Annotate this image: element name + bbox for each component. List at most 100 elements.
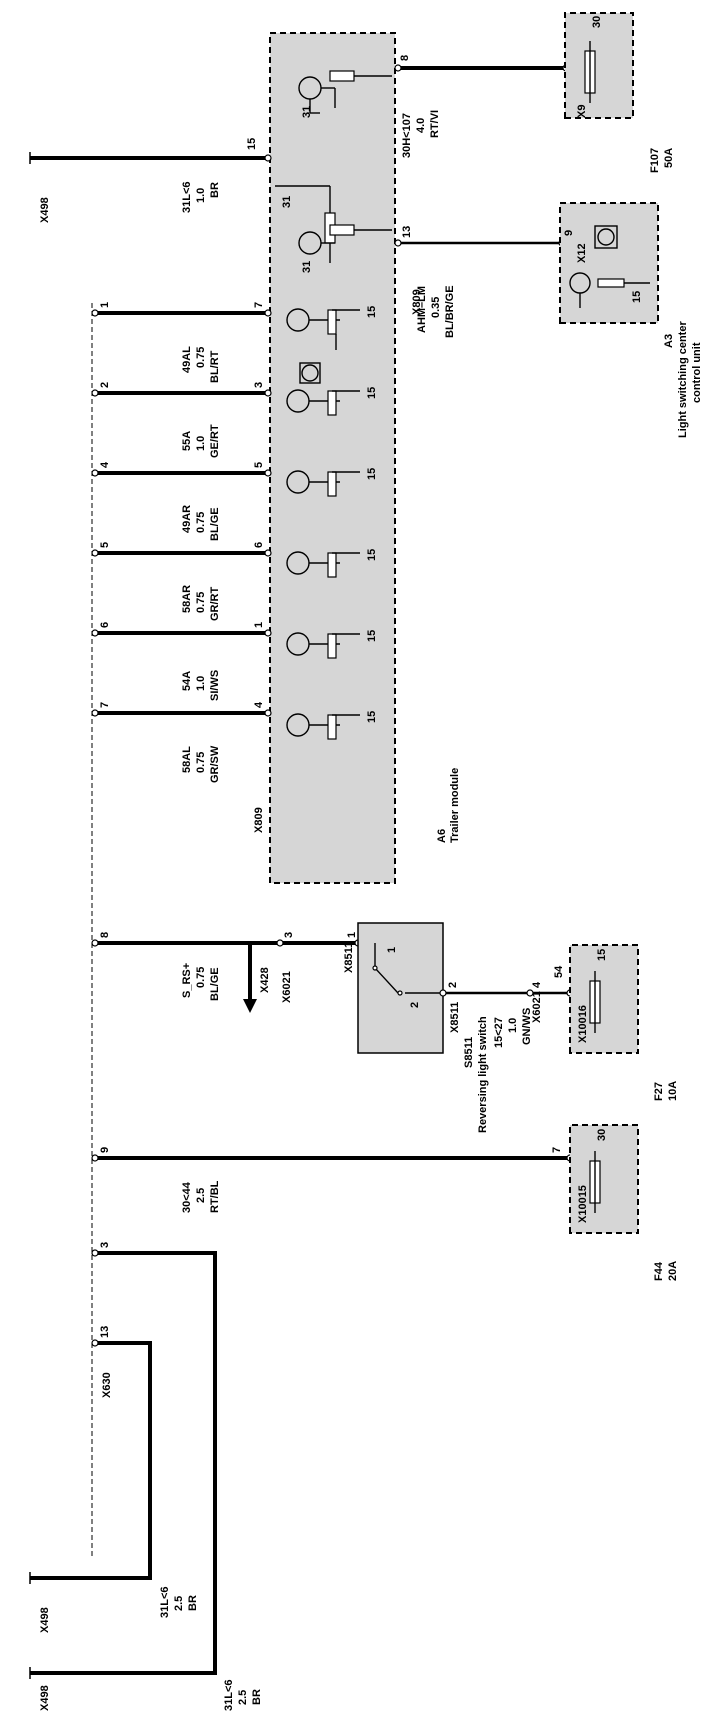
fuse-f27-symbol (589, 971, 601, 1033)
rev-x6021: X6021 (281, 971, 293, 1003)
f27-id: F27 (653, 1082, 665, 1101)
wire-15-27-label: 15<27 (493, 1017, 505, 1048)
svg-text:0.75: 0.75 (195, 347, 207, 368)
svg-text:6: 6 (99, 622, 111, 628)
a3-name-line1: Light switching center (677, 321, 689, 438)
svg-text:1.0: 1.0 (195, 676, 207, 691)
f27-pin: 15 (596, 949, 608, 961)
f107-rating: 50A (663, 148, 675, 168)
f44-ext-pin: 7 (551, 1147, 563, 1153)
f27-rating: 10A (667, 1081, 679, 1101)
s8511-name: Reversing light switch (477, 1016, 489, 1133)
svg-text:1: 1 (99, 302, 111, 308)
fuse-f44-symbol (589, 1151, 601, 1213)
f107-connector: X9 (576, 105, 588, 118)
svg-text:7: 7 (99, 702, 111, 708)
f27-feed-conn: X6021 (531, 991, 543, 1023)
f44-rating: 20A (667, 1261, 679, 1281)
fuse-f107-box (564, 12, 634, 119)
svg-text:1.0: 1.0 (195, 436, 207, 451)
s8511-id: S8511 (463, 1037, 475, 1068)
wire-30-44-label: 30<44 (181, 1181, 193, 1213)
svg-text:1: 1 (253, 622, 265, 628)
svg-text:BL/RT: BL/RT (209, 350, 221, 383)
a6-transistor-pin13: 31 (298, 224, 392, 273)
ground-wires-bottom (29, 1249, 217, 1679)
svg-text:49AL: 49AL (181, 346, 193, 373)
wire-30-44-size: 2.5 (195, 1188, 207, 1203)
svg-text:6: 6 (253, 542, 265, 548)
svg-text:15: 15 (366, 306, 378, 318)
ground-1-label: 31L<6 (159, 1587, 171, 1619)
a6-name: Trailer module (449, 768, 461, 843)
svg-text:55A: 55A (181, 431, 193, 451)
svg-text:GR/SW: GR/SW (209, 745, 221, 783)
ground-1-size: 2.5 (173, 1596, 185, 1611)
a6-lamp-monitor-symbol (299, 362, 321, 384)
svg-text:15: 15 (366, 468, 378, 480)
wire-31l-top-label: 31L<6 (181, 182, 193, 214)
a3-name-line2: control unit (691, 342, 703, 403)
pin-15: 15 (246, 138, 258, 150)
ground-x498-top: X498 (39, 197, 51, 223)
ground-pin-13: 13 (99, 1326, 111, 1338)
f107-pin: 30 (591, 16, 603, 28)
svg-text:15: 15 (366, 387, 378, 399)
s8511-pin1: 1 (346, 932, 358, 938)
svg-text:4: 4 (253, 701, 265, 708)
fuse-f44-box (569, 1124, 639, 1234)
s8511-sw2: 2 (409, 1002, 421, 1008)
a3-pin-15: 15 (631, 291, 643, 303)
wire-s-rs-color: BL/GE (209, 967, 221, 1001)
s8511-sw1: 1 (386, 947, 398, 953)
svg-text:BL/GE: BL/GE (209, 507, 221, 541)
svg-text:31: 31 (281, 196, 293, 208)
a6-output-transistors: 15 15 15 15 15 15 (286, 306, 378, 740)
wire-15-27-color: GN/WS (521, 1008, 533, 1045)
ground-1-color: BR (187, 1595, 199, 1611)
svg-text:49AR: 49AR (181, 505, 193, 533)
ground-2-color: BR (251, 1689, 263, 1705)
rev-pin-3: 3 (283, 932, 295, 938)
wire-31l-top-size: 1.0 (195, 188, 207, 203)
s8511-conn-out: X8511 (449, 1002, 461, 1033)
svg-text:15: 15 (366, 630, 378, 642)
reversing-light-switch-box (357, 922, 444, 1054)
f44-pin: 30 (596, 1129, 608, 1141)
wire-30-44-color: RT/BL (209, 1180, 221, 1213)
svg-text:31: 31 (301, 106, 313, 118)
svg-text:2: 2 (99, 382, 111, 388)
svg-text:54A: 54A (181, 671, 193, 691)
a3-internal-symbols (569, 225, 650, 308)
svg-text:5: 5 (99, 542, 111, 548)
a6-right-connector: X809 (411, 289, 423, 315)
f27-feed-pin: 4 (531, 981, 543, 988)
ground-x630: X630 (101, 1372, 113, 1398)
wire-30h-color: RT/VI (429, 110, 441, 138)
ground-2-conn: X498 (39, 1685, 51, 1711)
svg-text:58AR: 58AR (181, 585, 193, 613)
f27-ext-pin: 54 (553, 965, 565, 978)
f44-id: F44 (653, 1261, 665, 1281)
output-labels: 1 7 49AL 0.75 BL/RT 2 3 55A 1.0 GE/RT 4 … (99, 302, 265, 783)
svg-text:31: 31 (301, 261, 313, 273)
wire-s-rs-size: 0.75 (195, 967, 207, 988)
fuse-f27-box (569, 944, 639, 1054)
pin-8: 8 (399, 55, 411, 61)
wire-15-27-size: 1.0 (507, 1018, 519, 1033)
svg-text:SI/WS: SI/WS (209, 670, 221, 701)
a6-left-connector: X809 (253, 807, 265, 833)
f107-id: F107 (649, 148, 661, 173)
a3-connector: X12 (576, 243, 588, 263)
wire-30h-label: 30H<107 (401, 113, 413, 158)
wire-ahm-color: BL/BR/GE (444, 285, 456, 338)
wire-ahm-size: 0.35 (430, 297, 442, 318)
ground-2-size: 2.5 (237, 1690, 249, 1705)
svg-text:5: 5 (253, 462, 265, 468)
svg-text:7: 7 (253, 302, 265, 308)
trailer-module-box (269, 32, 396, 884)
a3-id: A3 (663, 334, 675, 348)
svg-text:4: 4 (99, 461, 111, 468)
svg-text:0.75: 0.75 (195, 592, 207, 613)
